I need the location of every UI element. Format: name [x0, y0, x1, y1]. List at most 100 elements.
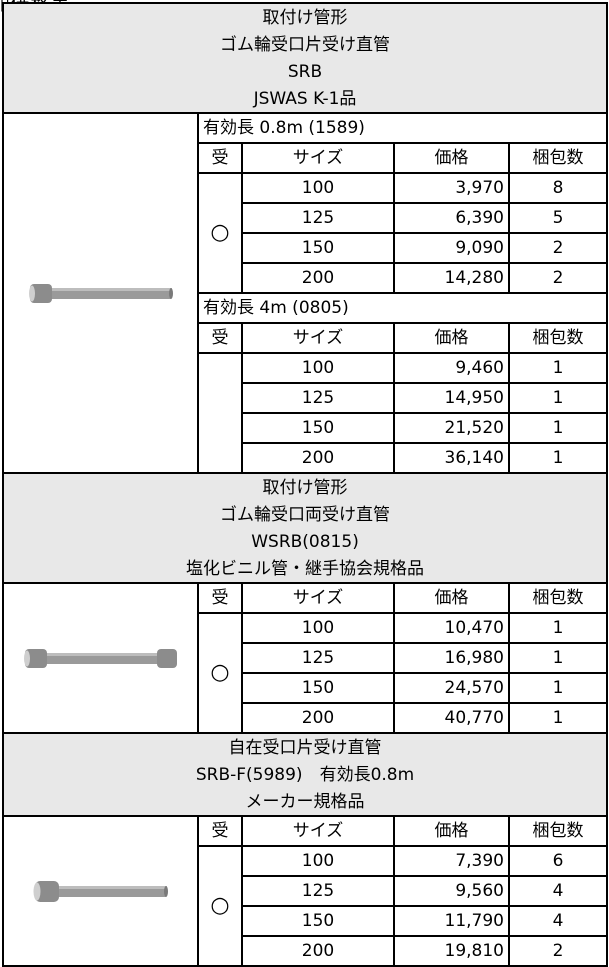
section-header-line: SRB [1, 58, 609, 85]
table-row: ○ 100 3,970 8 [3, 172, 609, 294]
price-cell: 6,390 [393, 202, 510, 234]
section-header-line: メーカー規格品 [1, 788, 609, 817]
pipe-double-socket-icon [23, 649, 177, 668]
section-header-line: SRB-F(5989) 有効長0.8m [1, 761, 609, 788]
pipe-free-socket-icon [33, 881, 168, 902]
col-header-receiver: 受 [197, 322, 243, 354]
col-header-qty: 梱包数 [507, 322, 609, 354]
qty-cell: 1 [507, 702, 609, 734]
col-header-price: 価格 [393, 322, 510, 354]
section-header-line: WSRB(0815) [1, 528, 609, 555]
price-cell: 7,390 [393, 845, 510, 877]
price-cell: 19,810 [393, 935, 510, 967]
size-cell: 100 [241, 172, 395, 204]
size-cell: 125 [241, 382, 395, 414]
price-cell: 14,280 [393, 262, 510, 294]
col-header-price: 価格 [393, 142, 510, 174]
table-row: 125 14,950 1 [3, 382, 609, 414]
effective-length-label: 有効長 0.8m (1589) [196, 112, 609, 144]
col-header-qty: 梱包数 [507, 582, 609, 614]
price-cell: 9,090 [393, 232, 510, 264]
receiver-mark: ○ [197, 172, 243, 294]
section-header-line: 取付け管形 [1, 472, 609, 501]
size-cell: 150 [241, 672, 395, 704]
receiver-mark: ○ [197, 612, 243, 734]
pipe-single-socket-icon [28, 284, 173, 303]
qty-cell: 2 [507, 262, 609, 294]
table-row: 125 6,390 5 [3, 202, 609, 234]
table-row: 125 9,560 4 [3, 875, 609, 907]
col-header-receiver: 受 [197, 815, 243, 847]
price-cell: 24,570 [393, 672, 510, 704]
price-cell: 9,560 [393, 875, 510, 907]
table-row: ○ 100 10,470 1 [3, 612, 609, 734]
qty-cell: 1 [507, 612, 609, 644]
effective-length-label: 有効長 4m (0805) [196, 292, 609, 324]
size-cell: 200 [241, 442, 395, 474]
qty-cell: 1 [507, 352, 609, 384]
qty-cell: 2 [507, 232, 609, 264]
section-header-line: JSWAS K-1品 [1, 85, 609, 114]
size-cell: 150 [241, 232, 395, 264]
size-cell: 150 [241, 412, 395, 444]
table-row: 125 16,980 1 [3, 642, 609, 674]
qty-cell: 1 [507, 642, 609, 674]
pipe-image-wsrb [2, 582, 199, 734]
qty-cell: 5 [507, 202, 609, 234]
col-header-price: 価格 [393, 582, 510, 614]
price-cell: 16,980 [393, 642, 510, 674]
size-cell: 200 [241, 262, 395, 294]
col-header-size: サイズ [241, 142, 395, 174]
qty-cell: 8 [507, 172, 609, 204]
table-row: 200 36,140 1 [3, 442, 609, 474]
qty-cell: 4 [507, 875, 609, 907]
size-cell: 150 [241, 905, 395, 937]
col-header-qty: 梱包数 [507, 815, 609, 847]
price-cell: 21,520 [393, 412, 510, 444]
pipe-image-srb-f [2, 815, 199, 967]
receiver-mark: ○ [197, 845, 243, 967]
qty-cell: 1 [507, 382, 609, 414]
col-header-size: サイズ [241, 322, 395, 354]
qty-cell: 2 [507, 935, 609, 967]
price-cell: 11,790 [393, 905, 510, 937]
section-header-line: 自在受口片受け直管 [1, 732, 609, 761]
table-row: 100 9,460 1 [3, 352, 609, 474]
size-cell: 125 [241, 202, 395, 234]
price-cell: 9,460 [393, 352, 510, 384]
col-header-size: サイズ [241, 582, 395, 614]
section-header-line: ゴム輪受口両受け直管 [1, 501, 609, 528]
size-cell: 100 [241, 352, 395, 384]
qty-cell: 1 [507, 442, 609, 474]
size-cell: 100 [241, 612, 395, 644]
section-header-line: ゴム輪受口片受け直管 [1, 31, 609, 58]
qty-cell: 6 [507, 845, 609, 877]
pipe-image-srb [2, 112, 199, 474]
size-cell: 200 [241, 702, 395, 734]
table-row: 200 14,280 2 [3, 262, 609, 294]
col-header-qty: 梱包数 [507, 142, 609, 174]
table-row: 150 21,520 1 [3, 412, 609, 444]
size-cell: 125 [241, 642, 395, 674]
table-row: ○ 100 7,390 6 [3, 845, 609, 967]
table-row: 150 9,090 2 [3, 232, 609, 264]
table-row: 200 40,770 1 [3, 702, 609, 734]
size-cell: 125 [241, 875, 395, 907]
col-header-size: サイズ [241, 815, 395, 847]
col-header-receiver: 受 [197, 582, 243, 614]
size-cell: 100 [241, 845, 395, 877]
section-header-line: 塩化ビニル管・継手協会規格品 [1, 555, 609, 584]
price-cell: 14,950 [393, 382, 510, 414]
price-cell: 3,970 [393, 172, 510, 204]
size-cell: 200 [241, 935, 395, 967]
section-header-line: 取付け管形 [1, 2, 609, 31]
col-header-receiver: 受 [197, 142, 243, 174]
table-row: 150 24,570 1 [3, 672, 609, 704]
qty-cell: 1 [507, 672, 609, 704]
qty-cell: 1 [507, 412, 609, 444]
price-cell: 40,770 [393, 702, 510, 734]
price-cell: 10,470 [393, 612, 510, 644]
col-header-price: 価格 [393, 815, 510, 847]
price-cell: 36,140 [393, 442, 510, 474]
